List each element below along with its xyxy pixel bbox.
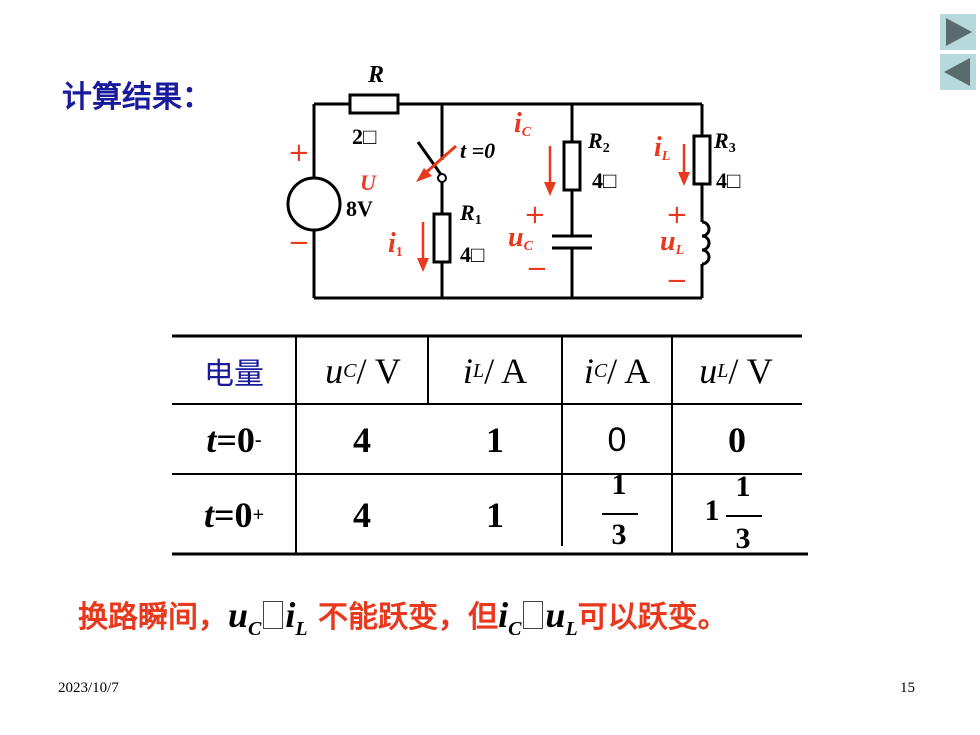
il-label: iL	[654, 132, 671, 164]
r3-value: 4□	[716, 168, 741, 193]
uc-label: uC	[508, 222, 533, 254]
missing-glyph-box	[263, 601, 284, 629]
source-minus-sign: −	[288, 228, 310, 258]
missing-glyph-box	[523, 601, 544, 629]
source-plus-sign: +	[288, 138, 310, 168]
source-value: 8V	[346, 196, 373, 221]
row1-label: t =0-	[206, 420, 262, 460]
source-u-label: U	[360, 170, 376, 195]
row2-ic-numerator: 1	[611, 468, 627, 501]
r1-label: R1	[460, 200, 482, 228]
play-right-icon	[946, 18, 972, 46]
previous-slide-button[interactable]	[940, 54, 976, 90]
inductor-minus-sign: −	[666, 266, 688, 296]
row1-ic-value: 0	[607, 420, 627, 459]
row2-ic-denominator: 3	[611, 518, 627, 551]
circuit-diagram	[286, 93, 712, 300]
footer-date: 2023/10/7	[58, 680, 119, 696]
slide-title: 计算结果：	[62, 80, 212, 115]
r2-label: R2	[588, 128, 610, 156]
r-label: R	[368, 62, 385, 88]
ul-label: uL	[660, 226, 685, 258]
r1-value: 4□	[460, 242, 485, 267]
row1-uc-value: 4	[353, 420, 371, 460]
play-left-icon	[944, 58, 970, 86]
table-header-quantity: 电量	[204, 357, 264, 392]
row2-ul-denominator: 3	[735, 522, 751, 555]
row2-uc-value: 4	[353, 495, 371, 535]
inductor-plus-sign: +	[666, 200, 688, 230]
row2-il-value: 1	[486, 495, 504, 535]
i1-label: i1	[388, 228, 403, 260]
row2-ul-fraction-bar	[726, 515, 762, 517]
r3-label: R3	[714, 128, 736, 156]
switch-time-label: t =0	[460, 138, 496, 163]
row1-il-value: 1	[486, 420, 504, 460]
capacitor-minus-sign: −	[526, 254, 548, 284]
row2-label: t =0+	[204, 495, 264, 535]
row1-ul-value: 0	[728, 420, 746, 460]
page-number: 15	[900, 680, 915, 696]
row2-ic-fraction-bar	[602, 513, 638, 515]
capacitor-plus-sign: +	[524, 200, 546, 230]
r2-value: 4□	[592, 168, 617, 193]
r-value: 2□	[352, 124, 377, 149]
row2-ul-numerator: 1	[735, 470, 751, 503]
row2-ul-whole: 1	[704, 494, 720, 527]
next-slide-button[interactable]	[940, 14, 976, 50]
ic-label: iC	[514, 108, 532, 140]
